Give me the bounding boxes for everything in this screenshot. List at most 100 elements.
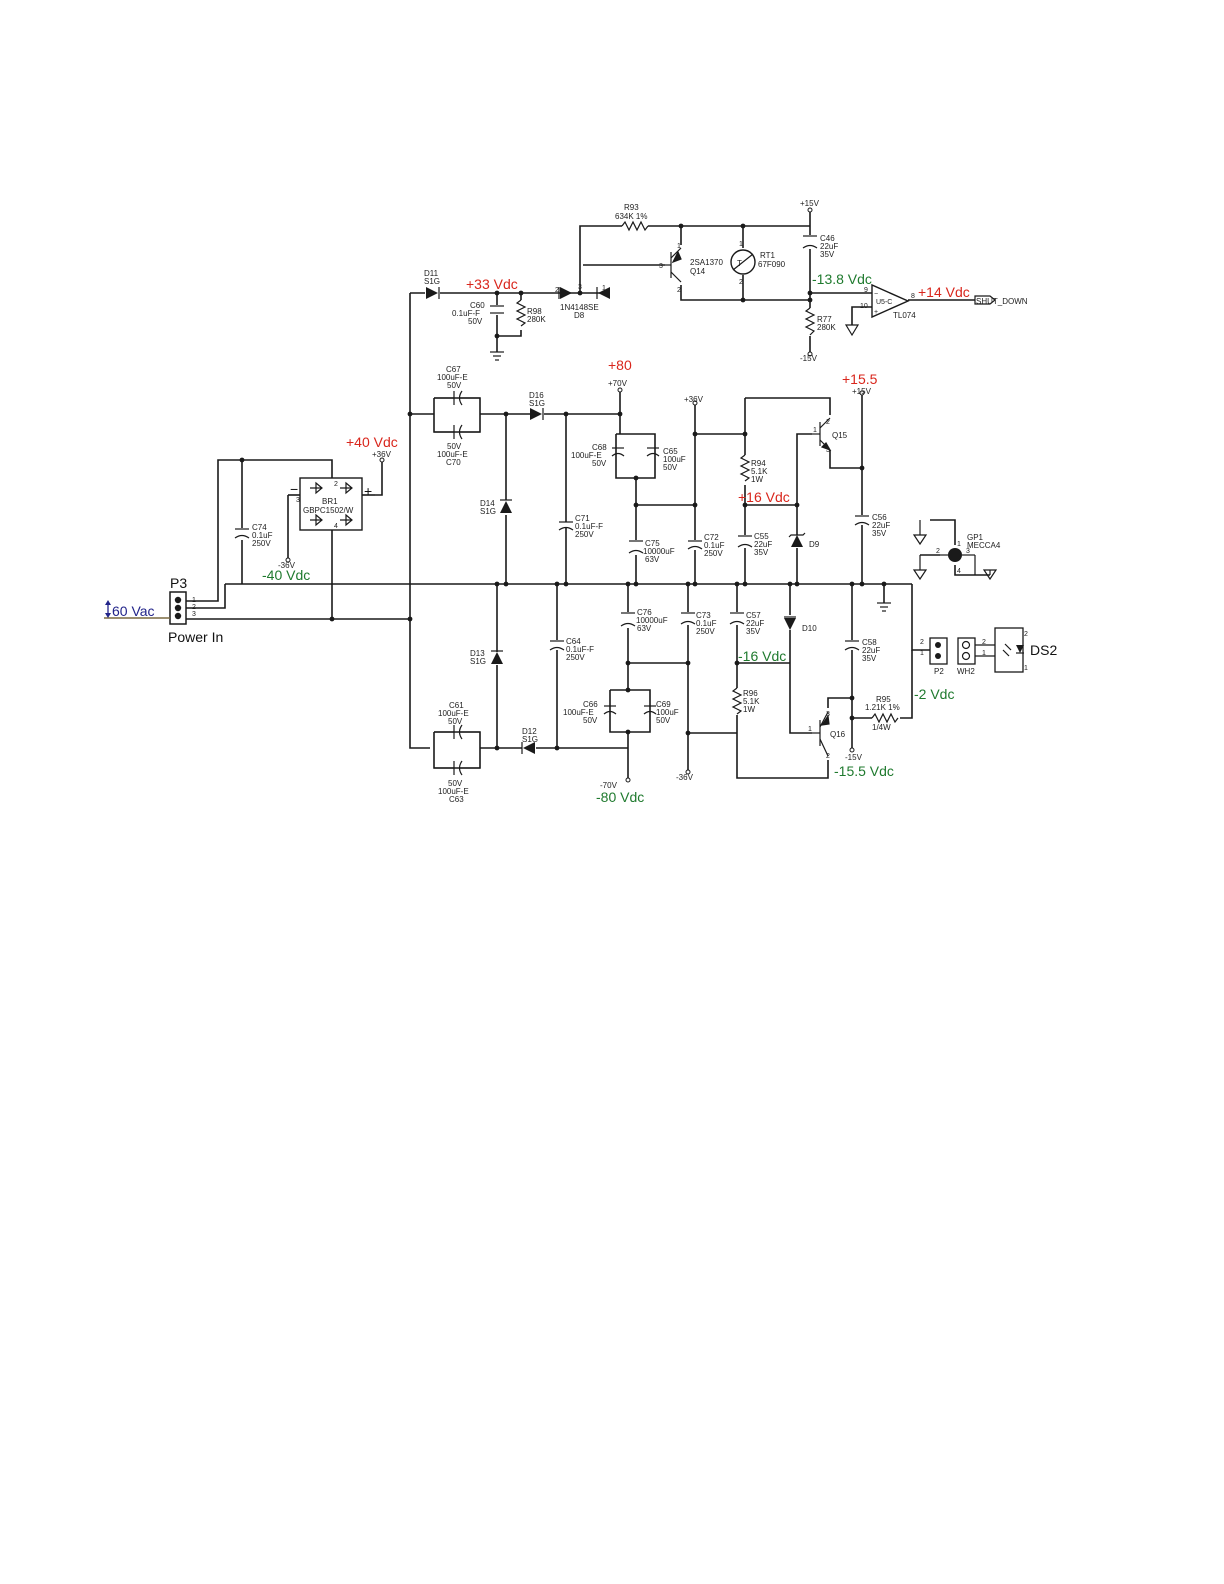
component-ref: D13 <box>470 649 485 658</box>
svg-text:−: − <box>874 291 878 298</box>
svg-text:+: + <box>364 483 372 499</box>
component-ref: U5-C <box>876 299 892 306</box>
component-ref: C61 <box>449 701 464 710</box>
component-value: 0.1uF <box>696 619 717 628</box>
component-value: 50V <box>592 459 607 468</box>
junction-dot <box>859 581 865 587</box>
voltage-annotation: -16 Vdc <box>738 648 786 664</box>
pin-label: 2 <box>982 639 986 646</box>
connector-name: Power In <box>168 629 223 645</box>
component-ref: R98 <box>527 307 542 316</box>
component-value: 1W <box>743 705 755 714</box>
junction-dot <box>794 581 800 587</box>
component-ref: C74 <box>252 523 267 532</box>
opamp-u5c: − + <box>871 283 910 319</box>
junction-dot <box>849 715 855 721</box>
rail-label: -36V <box>676 773 694 782</box>
rail-label: +70V <box>608 379 628 388</box>
pin-label: 2 <box>826 419 830 426</box>
junction-dot <box>849 695 855 701</box>
wires <box>186 210 990 779</box>
component-value: 100uF <box>656 708 679 717</box>
bridge-rectifier-br1: − + <box>288 477 375 531</box>
pin-label: 3 <box>966 548 970 555</box>
pin-label: 2 <box>334 481 338 488</box>
pin-label: 1 <box>920 650 924 657</box>
voltage-annotation: +15.5 <box>842 371 878 387</box>
component-value: 5.1K <box>751 467 768 476</box>
component-ref: C75 <box>645 539 660 548</box>
component-value: 100uF-E <box>438 787 469 796</box>
junction-dot <box>625 581 631 587</box>
voltage-annotation: -15.5 Vdc <box>834 763 894 779</box>
component-ref: C73 <box>696 611 711 620</box>
junction-dot <box>807 297 813 303</box>
junction-dot <box>554 581 560 587</box>
connector-ref: P3 <box>170 575 187 591</box>
junction-dot <box>794 502 800 508</box>
component-ref: D10 <box>802 624 817 633</box>
junction-dot <box>685 660 691 666</box>
pin-label: 2 <box>936 548 940 555</box>
junction-dot <box>742 431 748 437</box>
junction-dot <box>563 581 569 587</box>
thermistor-rt1: T <box>730 249 756 275</box>
voltage-annotation: +16 Vdc <box>738 489 790 505</box>
component-ref: D12 <box>522 727 537 736</box>
component-value: S1G <box>480 507 496 516</box>
component-value: 22uF <box>754 540 772 549</box>
pin-label: 2 <box>826 753 830 760</box>
component-value: TL074 <box>893 311 916 320</box>
component-ref: P2 <box>934 667 944 676</box>
junction-dot <box>518 290 524 296</box>
component-ref: RT1 <box>760 251 776 260</box>
pin-label: 1 <box>808 726 812 733</box>
component-value: 100uF <box>663 455 686 464</box>
junction-dot <box>554 745 560 751</box>
component-ref: C64 <box>566 637 581 646</box>
component-ref: WH2 <box>957 667 975 676</box>
component-value: 22uF <box>872 521 890 530</box>
voltage-annotations: +33 Vdc +40 Vdc -40 Vdc +80 +15.5 +16 Vd… <box>262 271 970 805</box>
component-value: S1G <box>529 399 545 408</box>
junction-dot <box>494 581 500 587</box>
component-value: 50V <box>583 716 598 725</box>
pin-label: 3 <box>192 611 196 618</box>
rail-labels: +15V -15V +36V -36V +70V +36V +15V -70V … <box>278 199 872 790</box>
pin-label: 4 <box>334 523 338 530</box>
component-ref: BR1 <box>322 497 338 506</box>
component-value: 1N4148SE <box>560 303 599 312</box>
junctions <box>239 223 887 751</box>
component-ref: C63 <box>449 795 464 804</box>
pin-label: 2 <box>192 604 196 611</box>
junction-dot <box>734 660 740 666</box>
junction-dot <box>740 223 746 229</box>
input-voltage-label: 60 Vac <box>112 603 155 619</box>
component-ref: GP1 <box>967 533 984 542</box>
voltage-annotation: -40 Vdc <box>262 567 310 583</box>
component-value: 100uF-E <box>437 373 468 382</box>
junction-dot <box>849 581 855 587</box>
diodes <box>426 287 806 754</box>
ground-icon <box>490 351 504 361</box>
component-value: 50V <box>468 317 483 326</box>
junction-dot <box>633 581 639 587</box>
pin-label: 2 <box>739 279 743 286</box>
component-value: 0.1uF-F <box>575 522 603 531</box>
component-value: 100uF-E <box>438 709 469 718</box>
pin-label: 1 <box>813 427 817 434</box>
voltage-annotation: -80 Vdc <box>596 789 644 805</box>
ground-icon <box>912 569 928 581</box>
p2-header <box>929 637 948 665</box>
component-ref: C58 <box>862 638 877 647</box>
voltage-annotation: -2 Vdc <box>914 686 954 702</box>
component-ref: C60 <box>470 301 485 310</box>
junction-dot <box>494 745 500 751</box>
component-ref: C76 <box>637 608 652 617</box>
component-value: 280K <box>527 315 546 324</box>
component-ref: R93 <box>624 203 639 212</box>
component-value: MECCA4 <box>967 541 1001 550</box>
junction-dot <box>617 411 623 417</box>
ground-icon <box>877 602 891 612</box>
